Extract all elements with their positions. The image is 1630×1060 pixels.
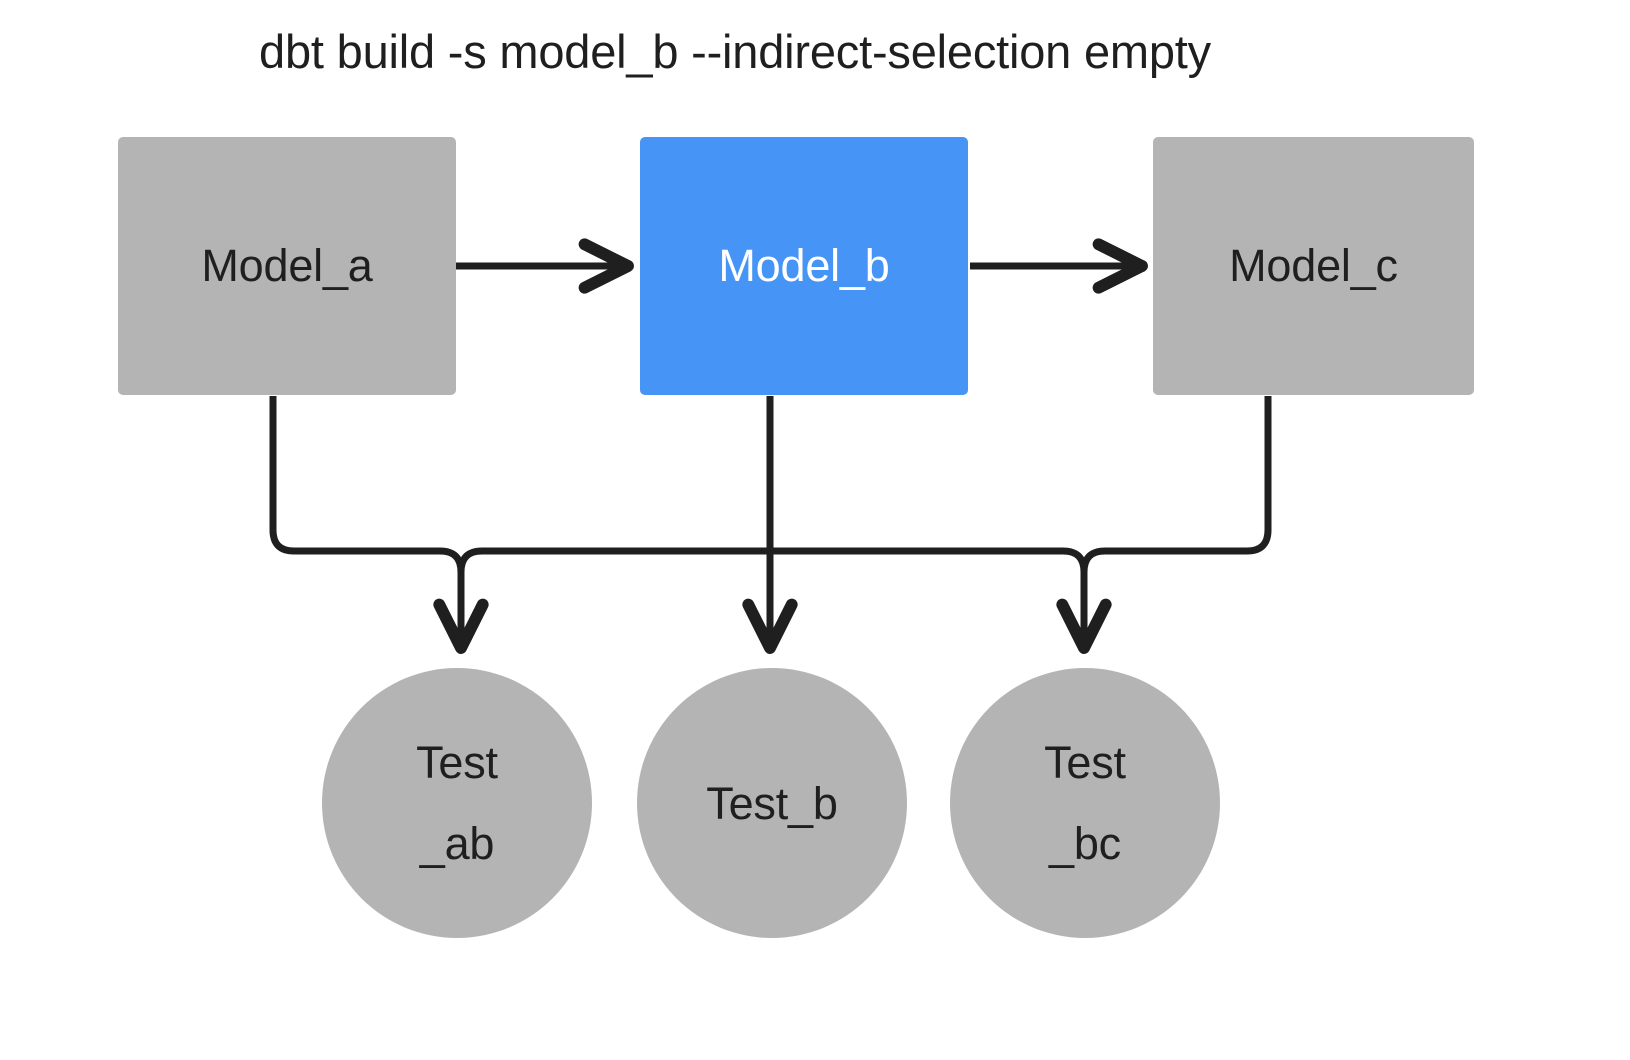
edge-model-b-to-test-ab	[457, 547, 770, 573]
node-test-ab-label-line1: Test	[416, 737, 498, 788]
node-test-b-label-line1: Test_b	[706, 777, 838, 829]
node-test-bc[interactable]: Test _bc	[950, 668, 1220, 938]
node-model-b[interactable]: Model_b	[640, 137, 968, 395]
node-test-ab[interactable]: Test _ab	[322, 668, 592, 938]
node-model-c-label: Model_c	[1229, 240, 1398, 292]
edge-model-a-to-test-ab	[269, 396, 489, 654]
node-test-bc-label-line2: _bc	[1049, 818, 1121, 869]
node-model-a[interactable]: Model_a	[118, 137, 456, 395]
node-test-ab-label-line2: _ab	[419, 818, 495, 869]
node-test-b[interactable]: Test_b	[637, 668, 907, 938]
node-test-bc-label-line1: Test	[1044, 737, 1126, 788]
node-model-a-label: Model_a	[201, 240, 373, 292]
node-model-b-label: Model_b	[718, 240, 890, 292]
diagram-title: dbt build -s model_b --indirect-selectio…	[259, 25, 1211, 78]
edge-model-c-to-test-bc	[1080, 396, 1272, 573]
edge-model-b-to-test-bc	[770, 547, 1112, 654]
node-model-c[interactable]: Model_c	[1153, 137, 1474, 395]
